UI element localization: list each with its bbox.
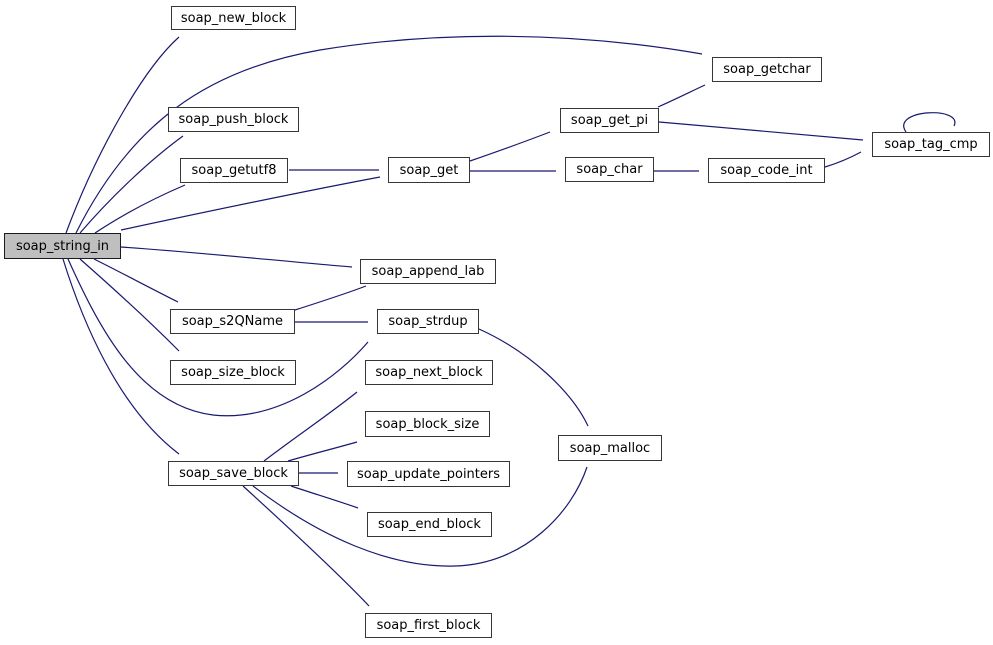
node-soap_code_int[interactable]: soap_code_int [708,158,825,183]
node-soap_block_size[interactable]: soap_block_size [365,411,490,437]
edge-soap_save_block-to-soap_block_size [287,441,358,462]
edge-soap_string_in-to-soap_strdup [67,258,369,417]
edge-soap_get-to-soap_get_pi [469,131,551,162]
edge-soap_get_pi-to-soap_getchar [657,84,706,108]
edge-soap_save_block-to-soap_first_block [242,485,370,607]
edge-soap_get_pi-to-soap_tag_cmp [658,121,864,141]
node-soap_next_block[interactable]: soap_next_block [365,360,493,385]
node-soap_getchar[interactable]: soap_getchar [712,57,822,82]
edge-soap_string_in-to-soap_get [120,176,381,231]
node-soap_save_block[interactable]: soap_save_block [168,461,299,486]
node-soap_push_block[interactable]: soap_push_block [168,107,299,132]
node-soap_tag_cmp[interactable]: soap_tag_cmp [872,132,990,157]
edge-soap_save_block-to-soap_end_block [290,485,359,509]
edge-soap_string_in-to-soap_push_block [79,135,184,234]
node-soap_first_block[interactable]: soap_first_block [365,613,492,638]
edge-soap_string_in-to-soap_s2QName [93,258,179,303]
node-soap_new_block[interactable]: soap_new_block [171,6,296,30]
node-soap_size_block[interactable]: soap_size_block [170,360,296,385]
node-soap_get[interactable]: soap_get [388,157,470,183]
node-soap_get_pi[interactable]: soap_get_pi [560,108,659,133]
edge-soap_string_in-to-soap_save_block [62,258,180,455]
edge-soap_code_int-to-soap_tag_cmp [824,151,862,168]
node-soap_update_pointers[interactable]: soap_update_pointers [347,461,510,487]
edge-soap_string_in-to-soap_size_block [79,258,180,352]
node-soap_malloc[interactable]: soap_malloc [558,435,662,461]
edge-soap_strdup-to-soap_malloc [478,328,589,427]
edge-soap_string_in-to-soap_new_block [65,36,180,234]
node-soap_end_block[interactable]: soap_end_block [367,512,492,537]
node-soap_char[interactable]: soap_char [565,157,654,182]
edge-soap_string_in-to-soap_getutf8 [94,184,186,234]
edge-group [62,35,956,607]
edge-soap_s2QName-to-soap_append_lab [294,285,367,311]
node-soap_append_lab[interactable]: soap_append_lab [360,259,496,284]
node-soap_strdup[interactable]: soap_strdup [377,309,479,334]
node-soap_getutf8[interactable]: soap_getutf8 [180,158,288,183]
node-soap_string_in[interactable]: soap_string_in [4,233,121,259]
edge-soap_string_in-to-soap_getchar [75,35,703,234]
edge-soap_save_block-to-soap_next_block [263,391,358,462]
edge-soap_string_in-to-soap_append_lab [120,246,353,268]
edge-soap_tag_cmp-to-soap_tag_cmp [903,112,956,133]
edge-soap_save_block-to-soap_malloc [252,466,588,567]
node-soap_s2QName[interactable]: soap_s2QName [170,309,295,334]
